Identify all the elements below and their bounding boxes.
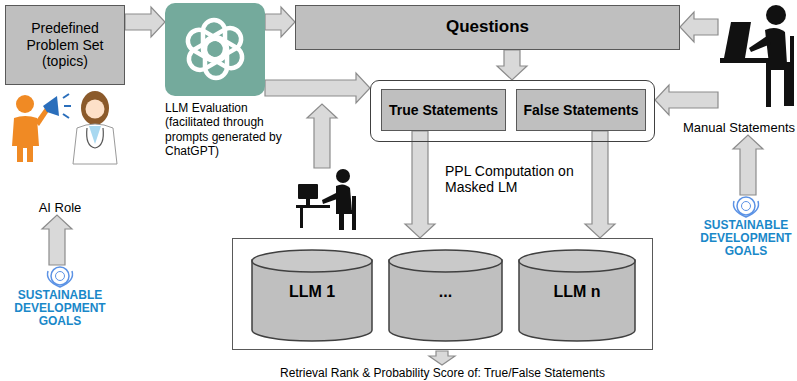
- block-arrow: [265, 7, 295, 37]
- chatgpt-logo: LLM Evaluation (facilitated through prom…: [165, 3, 265, 96]
- block-arrow: [585, 131, 615, 238]
- un-emblem: [697, 195, 795, 219]
- node-text: Manual Statements: [675, 120, 795, 135]
- node-text: LLM 1: [251, 283, 373, 301]
- node-text: AI Role: [5, 200, 115, 215]
- process-box: Questions: [295, 5, 680, 50]
- group-box: True Statements False Statements: [370, 80, 655, 142]
- block-arrow: [42, 215, 72, 265]
- chatgpt-knot: [165, 3, 265, 96]
- node-text: LLM n: [518, 283, 636, 301]
- block-arrow: [125, 7, 165, 37]
- node-text: SUSTAINABLE DEVELOPMENT GOALS: [10, 289, 110, 328]
- sdg-logo: SUSTAINABLE DEVELOPMENT GOALS: [10, 265, 110, 345]
- up-arrow: [307, 104, 337, 168]
- block-arrow: [680, 12, 718, 42]
- process-box: Predefined Problem Set (topics): [5, 5, 125, 85]
- model-frame: LLM 1... LLM n: [232, 238, 653, 350]
- down-arrow: [429, 351, 455, 365]
- block-arrow: [655, 85, 718, 115]
- role-illustration: AI Role: [5, 88, 125, 215]
- process-box: True Statements: [381, 89, 506, 131]
- block-arrow: [265, 73, 370, 103]
- node-text: True Statements: [389, 102, 498, 119]
- node-text: SUSTAINABLE DEVELOPMENT GOALS: [697, 219, 795, 258]
- node-text: ...: [388, 283, 503, 301]
- block-arrow: [405, 131, 435, 238]
- node-text: LLM Evaluation (facilitated through prom…: [165, 101, 290, 159]
- un-emblem: [10, 265, 110, 289]
- node-text: Predefined Problem Set (topics): [10, 20, 120, 70]
- text-label: Retrieval Rank & Probability Score of: T…: [185, 366, 700, 380]
- database-cylinder: LLM n: [518, 249, 636, 341]
- text-label: PPL Computation on Masked LM: [445, 163, 580, 195]
- seated-person-icon: [296, 169, 356, 230]
- block-arrow: [733, 135, 763, 195]
- process-box: False Statements: [516, 89, 646, 131]
- node-text: False Statements: [523, 102, 638, 119]
- database-cylinder: ...: [388, 249, 503, 341]
- person-icon: [718, 2, 795, 110]
- node-text: Questions: [446, 17, 529, 37]
- sdg-logo: SUSTAINABLE DEVELOPMENT GOALS: [697, 195, 795, 275]
- roles-icon: [5, 88, 125, 164]
- block-arrow: [497, 50, 527, 80]
- database-cylinder: LLM 1: [251, 249, 373, 341]
- person-at-computer: Manual Statements: [718, 2, 795, 135]
